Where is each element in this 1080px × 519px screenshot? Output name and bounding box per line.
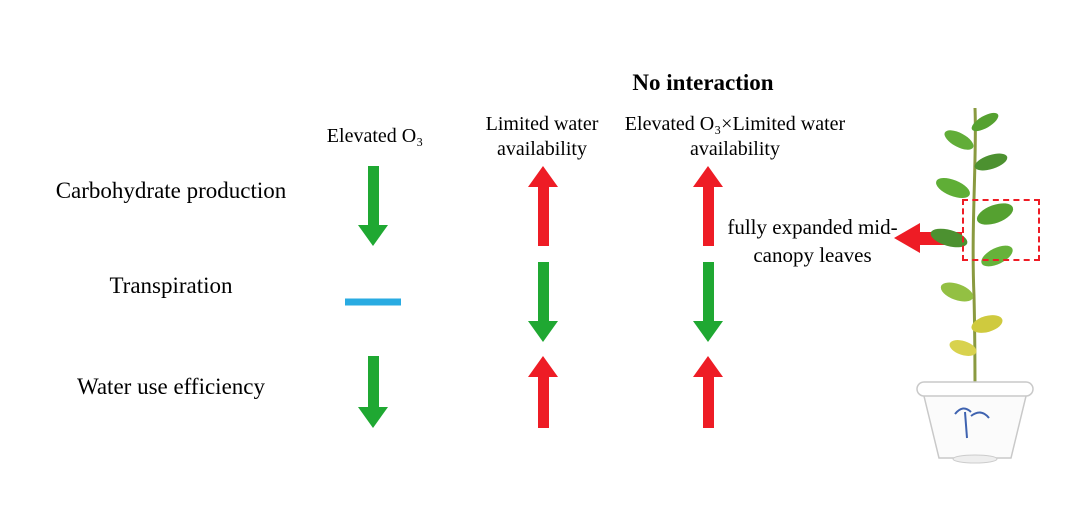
column-header-limited-water: Limited water availability xyxy=(485,113,599,160)
plant-photo xyxy=(885,96,1065,466)
plant-pot xyxy=(916,381,1034,464)
effect-arrow-wue-limited-water xyxy=(521,356,565,428)
pot-bamboo-decoration xyxy=(954,407,990,439)
annotation-mid-canopy-leaves: fully expanded mid-canopy leaves xyxy=(727,215,898,268)
column-header-elevated-o3: Elevated O₃ xyxy=(326,125,424,147)
effect-arrow-wue-elevated-o3 xyxy=(351,356,395,428)
column-header-interaction: Elevated O₃×Limited water availability xyxy=(624,113,846,160)
effect-arrow-wue-interaction xyxy=(686,356,730,428)
row-label-transpiration: Transpiration xyxy=(109,273,233,298)
effect-arrow-transpiration-interaction xyxy=(686,262,730,342)
effect-arrow-carbohydrate-elevated-o3 xyxy=(351,166,395,246)
effect-arrow-carbohydrate-limited-water xyxy=(521,166,565,246)
effect-dash-transpiration-elevated-o3 xyxy=(351,262,395,342)
row-label-carbohydrate-production: Carbohydrate production xyxy=(55,178,287,203)
mid-canopy-highlight-box xyxy=(962,199,1040,261)
effect-arrow-transpiration-limited-water xyxy=(521,262,565,342)
plant-illustration xyxy=(916,107,1034,464)
plant-stem xyxy=(971,107,977,395)
row-label-water-use-efficiency: Water use efficiency xyxy=(76,374,265,399)
figure-title: No interaction xyxy=(632,70,774,95)
plant-leaves xyxy=(930,112,1014,356)
